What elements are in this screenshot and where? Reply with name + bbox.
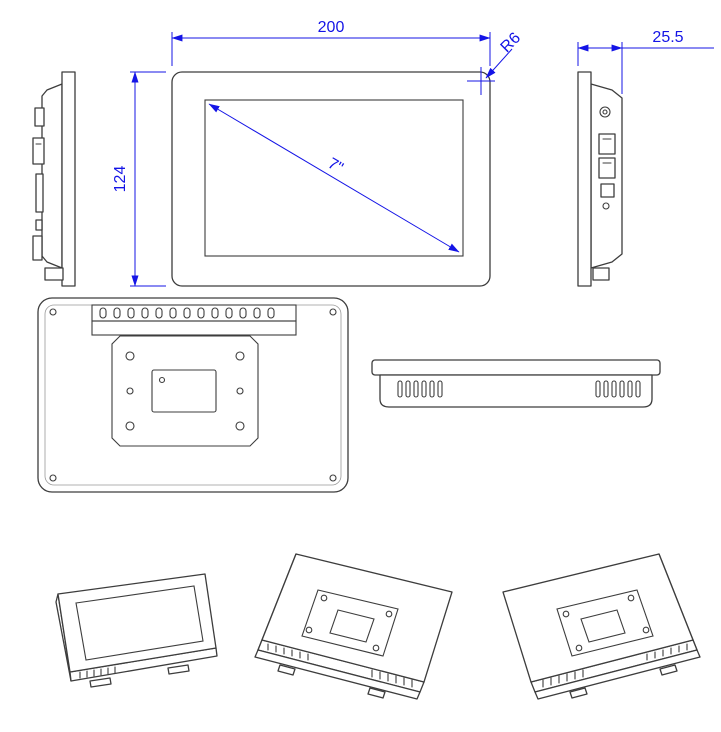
dim-height: 124 [112, 71, 166, 287]
vesa-screw-hole [235, 351, 245, 361]
side-left-foot [44, 267, 64, 281]
side-right-foot [592, 267, 610, 281]
side-left-usb-port [32, 137, 45, 165]
dim-height-label: 124 [112, 166, 129, 193]
iso-screw-hole [305, 626, 313, 634]
side-view-left [32, 71, 76, 287]
case-screw [329, 308, 337, 316]
iso-vents-right [371, 669, 413, 688]
iso-foot [367, 687, 386, 699]
vesa-screw-hole [235, 421, 245, 431]
side-right-usb-port-1 [598, 133, 616, 155]
side-view-right [577, 71, 623, 287]
vesa-screw-hole [126, 387, 134, 395]
side-right-led [602, 202, 610, 210]
plate-cutout [151, 369, 217, 413]
iso-front-screen [75, 585, 204, 661]
dim-depth: 25.5 [577, 29, 714, 94]
iso-plate-cutout [329, 609, 375, 643]
vesa-screw-hole [236, 387, 244, 395]
iso-vesa-plate [301, 589, 399, 657]
iso-screw-hole [372, 644, 380, 652]
iso-screw-hole [385, 610, 393, 618]
bottom-vents-left [397, 380, 443, 398]
case-screw [49, 474, 57, 482]
iso-front-vents [79, 666, 116, 679]
dim-width-label: 200 [318, 19, 345, 36]
vesa-screw-hole [125, 351, 135, 361]
iso-view-rear-left [254, 553, 453, 700]
iso-front-foot [89, 677, 112, 688]
case-screw [49, 308, 57, 316]
case-screw [329, 474, 337, 482]
vesa-screw-hole [125, 421, 135, 431]
bottom-vents-right [595, 380, 641, 398]
vesa-mount-plate [111, 335, 259, 447]
side-right-port [600, 183, 615, 198]
side-left-port [34, 107, 45, 127]
bottom-body [379, 374, 653, 408]
dim-depth-label: 25.5 [652, 29, 683, 46]
dim-width: 200 [171, 19, 491, 66]
front-bezel [171, 71, 491, 287]
bottom-view [371, 359, 661, 408]
iso-foot [277, 664, 296, 676]
rear-vent-strip [91, 304, 297, 322]
iso-screw-hole [320, 594, 328, 602]
front-view [171, 71, 491, 287]
iso-vents-left [267, 643, 309, 661]
rear-view [37, 297, 349, 493]
dim-radius-label: R6 [498, 30, 525, 57]
bottom-bezel-edge [371, 359, 661, 376]
iso-view-front [55, 573, 218, 688]
front-screen [204, 99, 464, 257]
mount-rail [91, 320, 297, 336]
side-left-card-slot [35, 173, 44, 213]
iso-view-rear-right [502, 553, 701, 700]
iso-front-foot [167, 664, 190, 675]
radius-center-mark [467, 67, 495, 95]
side-right-usb-port-2 [598, 157, 616, 179]
